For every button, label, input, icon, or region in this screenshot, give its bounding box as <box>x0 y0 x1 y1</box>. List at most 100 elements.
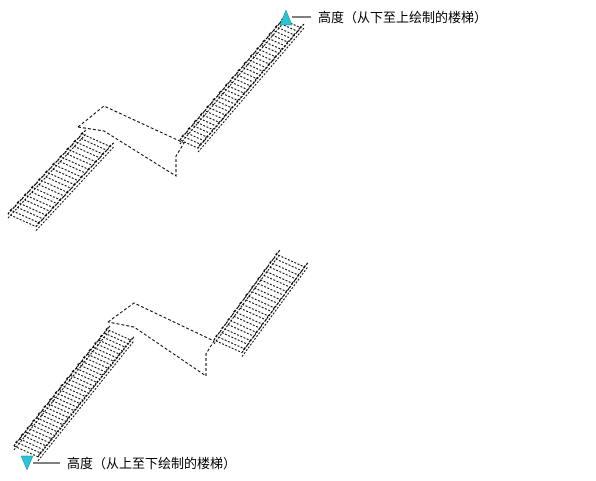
stair-riser <box>101 149 108 155</box>
stair-riser <box>10 205 16 211</box>
stair-riser <box>60 382 66 386</box>
stair-riser <box>56 428 61 433</box>
stair-riser <box>24 190 30 196</box>
stair-tread <box>78 133 111 151</box>
top-stair-lower-flight <box>7 129 115 231</box>
stair-riser <box>52 203 58 208</box>
stair-riser <box>52 160 58 165</box>
stair-riser <box>106 325 111 330</box>
stair-tread <box>36 413 64 430</box>
bottom-stair-upper-flight <box>213 249 309 357</box>
stair-tread <box>24 427 52 444</box>
stair-riser <box>263 266 269 271</box>
stair-riser <box>49 396 54 401</box>
stair-riser <box>262 37 268 42</box>
down-arrow-icon <box>20 455 34 471</box>
stair-riser <box>262 67 267 72</box>
stair-riser <box>83 353 88 358</box>
stair-riser <box>17 198 23 203</box>
stair-riser <box>39 449 44 454</box>
stair-tread <box>71 140 104 159</box>
stair-stringer <box>241 266 309 357</box>
stair-riser <box>38 218 44 223</box>
stair-riser <box>267 311 273 317</box>
stair-riser <box>275 22 281 27</box>
stair-riser <box>218 118 224 123</box>
stair-tread <box>75 363 103 380</box>
bottom-height-marker: 高度（从上至下绘制的楼梯） <box>20 455 236 472</box>
stair-tread <box>216 91 239 105</box>
stair-riser <box>66 375 71 379</box>
stair-tread <box>86 349 115 366</box>
stair-tread <box>21 194 54 212</box>
top-height-label: 高度（从下至上绘制的楼梯） <box>318 10 487 26</box>
stair-stringer <box>241 262 309 353</box>
stair-tread <box>237 302 269 321</box>
stair-tread <box>50 163 82 182</box>
stair-riser <box>194 117 200 122</box>
stair-riser <box>15 438 20 443</box>
stair-tread <box>254 47 276 62</box>
stair-riser <box>109 142 115 147</box>
stair-riser <box>59 195 65 201</box>
stair-tread <box>204 106 226 120</box>
stair-tread <box>241 62 264 76</box>
stair-riser <box>303 262 309 268</box>
stair-riser <box>297 270 303 276</box>
stair-riser <box>66 188 72 193</box>
stair-stringer <box>197 27 305 153</box>
stair-riser <box>257 274 263 280</box>
stair-stringer <box>179 19 287 145</box>
stair-riser <box>243 89 249 94</box>
stair-riser <box>206 133 211 138</box>
stair-tread <box>64 377 92 394</box>
stair-riser <box>274 52 280 57</box>
bottom-stair-lower-flight <box>13 325 135 462</box>
stair-riser <box>268 60 274 65</box>
stair-riser <box>231 103 236 109</box>
stair-riser <box>59 152 66 157</box>
stair-riser <box>233 306 239 312</box>
stair-riser <box>249 82 255 87</box>
stair-riser <box>224 111 230 116</box>
stair-riser <box>237 66 243 71</box>
stair-riser <box>215 331 221 337</box>
stair-tread <box>58 384 86 401</box>
stair-riser <box>287 38 292 43</box>
stair-riser <box>43 403 49 408</box>
stair-tread <box>198 113 220 127</box>
bottom-height-label: 高度（从上至下绘制的楼梯） <box>67 456 236 472</box>
stair-riser <box>225 81 231 86</box>
stair-riser <box>206 103 212 108</box>
stair-riser <box>261 319 267 325</box>
stair-stringer <box>7 129 87 215</box>
stair-riser <box>113 357 118 362</box>
stair-tread <box>279 18 301 33</box>
stair-tread <box>235 69 257 84</box>
stair-riser <box>94 339 100 344</box>
stair-riser <box>73 137 80 142</box>
stair-riser <box>100 332 105 337</box>
stair-tread <box>223 84 245 98</box>
stair-riser <box>45 210 51 216</box>
stair-riser <box>50 435 56 440</box>
stair-riser <box>273 303 279 309</box>
stair-tread <box>103 328 132 345</box>
stair-riser <box>256 44 262 49</box>
top-stair-landing <box>77 105 185 177</box>
stair-riser <box>72 367 77 372</box>
stair-riser <box>280 45 286 50</box>
stair-riser <box>32 417 37 422</box>
stair-riser <box>45 442 50 447</box>
stair-riser <box>62 421 67 425</box>
stair-riser <box>255 327 261 333</box>
stair-riser <box>26 424 32 429</box>
bottom-stair-landing <box>107 302 215 377</box>
stair-stringer <box>197 23 305 149</box>
top-stair-upper-flight <box>179 15 305 153</box>
stair-tread <box>19 434 47 451</box>
stair-riser <box>45 167 51 173</box>
stair-tread <box>41 406 69 423</box>
stair-stringer <box>37 340 135 462</box>
stair-riser <box>77 360 83 365</box>
